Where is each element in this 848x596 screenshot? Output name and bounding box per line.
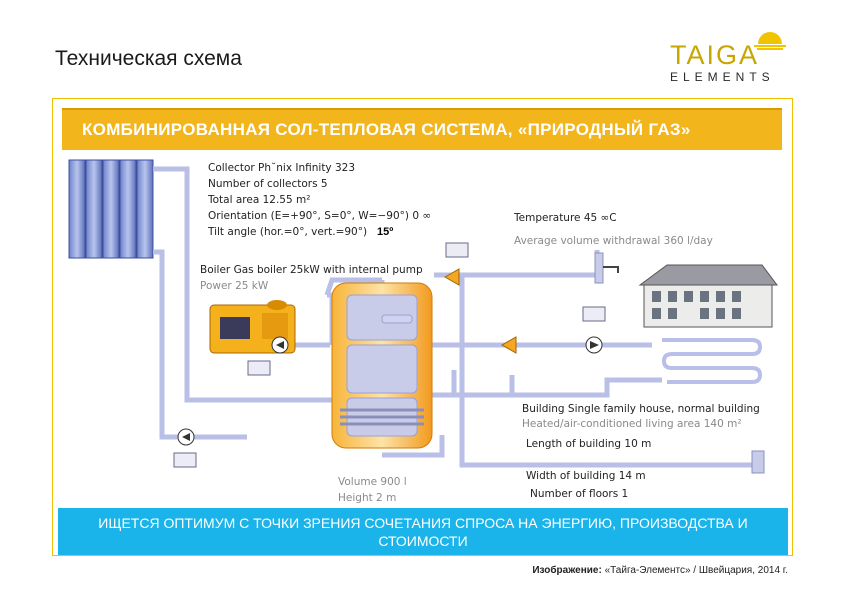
system-diagram: Collector Ph˘nix Infinity 323 Number of … — [68, 159, 778, 504]
sun-icon — [754, 32, 786, 50]
storage-tank — [331, 282, 433, 449]
collector-tilt: Tilt angle (hor.=0°, vert.=90°) — [207, 226, 367, 238]
building-floors: Number of floors 1 — [530, 488, 628, 500]
conclusion-text: ИЩЕТСЯ ОПТИМУМ С ТОЧКИ ЗРЕНИЯ СОЧЕТАНИЯ … — [98, 515, 748, 549]
mixing-valves — [443, 268, 517, 354]
storage-height: Height 2 m — [338, 492, 396, 504]
floor-heating-coil — [661, 338, 763, 384]
banner-title: КОМБИНИРОВАННАЯ СОЛ-ТЕПЛОВАЯ СИСТЕМА, «П… — [82, 120, 691, 139]
collector-count: Number of collectors 5 — [208, 178, 328, 190]
collector-area: Total area 12.55 m² — [207, 194, 310, 206]
pumps — [177, 336, 603, 446]
boiler-label: Boiler Gas boiler 25kW with internal pum… — [200, 264, 423, 276]
building-type: Building Single family house, normal bui… — [522, 403, 760, 415]
hot-water-tap — [594, 252, 619, 284]
image-credit: Изображение: «Тайга-Элементс» / Швейцари… — [532, 565, 788, 576]
boiler-power: Power 25 kW — [200, 280, 269, 292]
building-width: Width of building 14 m — [526, 470, 646, 482]
house-icon — [638, 264, 778, 328]
title-banner: КОМБИНИРОВАННАЯ СОЛ-ТЕПЛОВАЯ СИСТЕМА, «П… — [62, 108, 782, 150]
conclusion-banner: ИЩЕТСЯ ОПТИМУМ С ТОЧКИ ЗРЕНИЯ СОЧЕТАНИЯ … — [58, 508, 788, 555]
taiga-logo: TAIGA ELEMENTS — [664, 22, 794, 84]
credit-label: Изображение: — [532, 565, 602, 576]
cold-water-tank-right — [751, 450, 765, 474]
storage-volume: Volume 900 l — [338, 476, 407, 488]
tilt-value: 15º — [377, 226, 393, 238]
page-title: Техническая схема — [55, 47, 242, 70]
logo-main-text: TAIGA — [670, 40, 760, 70]
logo-sub-text: ELEMENTS — [670, 70, 775, 84]
solar-collector-array — [68, 159, 154, 259]
building-area: Heated/air-conditioned living area 140 m… — [522, 418, 742, 430]
collector-orientation: Orientation (E=+90°, S=0°, W=−90°) 0 ∞ — [208, 210, 431, 222]
collector-model: Collector Ph˘nix Infinity 323 — [208, 162, 355, 174]
credit-text: «Тайга-Элементс» / Швейцария, 2014 г. — [601, 565, 788, 576]
water-temperature: Temperature 45 ∞C — [513, 212, 617, 224]
building-length: Length of building 10 m — [526, 438, 651, 450]
controllers — [173, 242, 606, 468]
water-withdrawal: Average volume withdrawal 360 l/day — [514, 235, 713, 247]
